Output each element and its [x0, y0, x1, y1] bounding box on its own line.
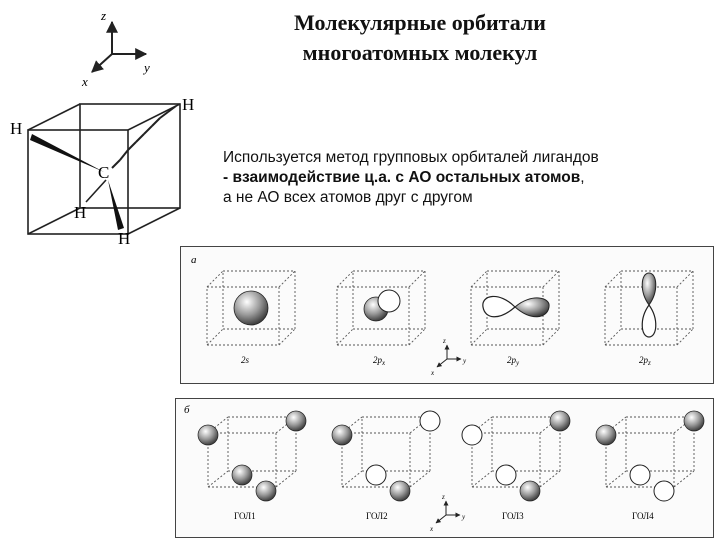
gol1-ligand-3 — [231, 464, 253, 486]
orbital-2s-sphere — [233, 290, 269, 326]
central-atom-orbitals-panel: а 2s 2px 2py — [180, 246, 714, 384]
gol-label-4: ГОЛ4 — [632, 511, 654, 521]
main-axis-y-label: y — [142, 60, 150, 75]
description-bold: - взаимодействие ц.а. с АО остальных ато… — [223, 169, 581, 186]
description-line-1: Используется метод групповых орбиталей л… — [223, 149, 599, 166]
orbital-2pz-top-lobe — [641, 272, 657, 306]
ligand-group-orbitals-svg: б — [184, 404, 705, 533]
carbon-label: C — [98, 163, 109, 182]
cube-2pz — [604, 270, 694, 346]
orbital-2pz-bottom-lobe — [641, 303, 657, 338]
orbital-label-2px: 2px — [373, 355, 386, 367]
gol-label-1: ГОЛ1 — [234, 511, 256, 521]
panel-a-axis-y: y — [462, 357, 467, 365]
gol3-ligand-1 — [461, 424, 483, 446]
panel-a-letter: а — [191, 254, 197, 266]
gol4-ligand-4 — [653, 480, 675, 502]
central-atom-orbitals-svg: а 2s 2px 2py — [191, 254, 694, 377]
slide-title: Молекулярные орбитали многоатомных молек… — [220, 8, 620, 68]
panel-b-letter: б — [184, 404, 190, 416]
orbital-2px-back-lobe — [377, 289, 401, 313]
gol3-ligand-2 — [549, 410, 571, 432]
panel-b-axes — [435, 500, 461, 524]
description-comma: , — [580, 169, 585, 186]
title-line-1: Молекулярные орбитали — [294, 10, 546, 35]
orbital-label-2pz: 2pz — [639, 355, 651, 367]
gol2-ligand-4 — [389, 480, 411, 502]
description-text: Используется метод групповых орбиталей л… — [223, 148, 713, 208]
panel-a-axes — [436, 344, 462, 368]
gol2-ligand-2 — [419, 410, 441, 432]
gol-label-3: ГОЛ3 — [502, 511, 524, 521]
methane-cube-diagram: H H C H H — [10, 95, 194, 248]
description-line-2: - взаимодействие ц.а. с АО остальных ато… — [223, 168, 713, 188]
ligand-group-orbitals-panel: б — [175, 398, 714, 538]
panel-a-axis-x: x — [430, 369, 435, 377]
gol4-ligand-3 — [629, 464, 651, 486]
gol4-ligand-2 — [683, 410, 705, 432]
hydrogen-top-right-label: H — [182, 95, 194, 114]
gol1-ligand-2 — [285, 410, 307, 432]
cube-2s — [206, 270, 296, 346]
title-line-2: многоатомных молекул — [302, 40, 538, 65]
orbital-2py-left-lobe — [482, 295, 516, 318]
hydrogen-bottom-left-label: H — [74, 203, 86, 222]
gol2-ligand-1 — [331, 424, 353, 446]
gol2-ligand-3 — [365, 464, 387, 486]
orbital-label-2py: 2py — [507, 355, 520, 367]
panel-a-axis-z: z — [442, 337, 446, 345]
gol4-ligand-1 — [595, 424, 617, 446]
panel-b-axis-z: z — [441, 493, 445, 501]
panel-b-axis-y: y — [461, 513, 466, 521]
gol3-ligand-3 — [495, 464, 517, 486]
orbital-2py-right-lobe — [514, 297, 550, 318]
orbital-label-2s: 2s — [241, 355, 250, 365]
gol1-ligand-4 — [255, 480, 277, 502]
main-axis-x-label: x — [81, 74, 88, 89]
gol-label-2: ГОЛ2 — [366, 511, 388, 521]
main-axis-z-label: z — [100, 8, 106, 23]
panel-b-axis-x: x — [429, 525, 434, 533]
description-line-3: а не АО всех атомов друг с другом — [223, 189, 473, 206]
hydrogen-left-label: H — [10, 119, 22, 138]
hydrogen-bottom-label: H — [118, 229, 130, 248]
main-axes-diagram: z y x — [81, 8, 150, 89]
gol1-ligand-1 — [197, 424, 219, 446]
cube-2px — [336, 270, 426, 346]
gol3-ligand-4 — [519, 480, 541, 502]
